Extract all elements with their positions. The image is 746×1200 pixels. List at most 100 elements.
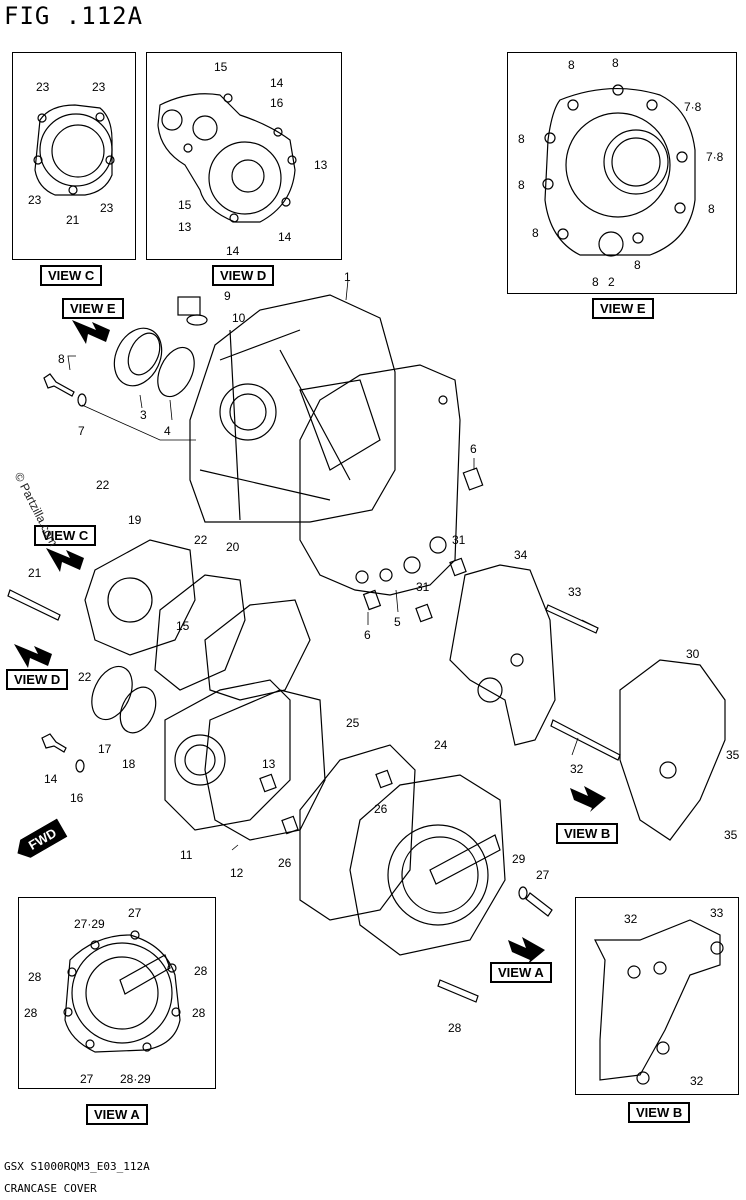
part-number: 13 [262, 757, 276, 771]
view-a-callout: 28·29 [120, 1072, 151, 1086]
part-number: 9 [224, 289, 231, 303]
part-30-cover [550, 659, 726, 841]
part-number: 27 [536, 868, 550, 882]
view-d-callout: 14 [278, 230, 292, 244]
view-d-callout: 14 [270, 76, 284, 90]
view-d-callout: 14 [226, 244, 240, 258]
view-c-callout: 23 [36, 80, 50, 94]
view-e-callout: 7·8 [706, 150, 724, 164]
view-a-callout: 28 [194, 964, 208, 978]
view-b-callout: 32 [690, 1074, 704, 1088]
part-number: 25 [346, 716, 360, 730]
view-e-callout: 2 [608, 275, 615, 289]
figure-title: FIG .112A [4, 2, 144, 30]
view-a-callout: 28 [28, 970, 42, 984]
part-19-cover [7, 539, 196, 656]
view-d-callout: 15 [214, 60, 228, 74]
part-number: 31 [452, 533, 466, 547]
view-e-callout: 8 [518, 178, 525, 192]
part-9-plug [177, 296, 208, 326]
part-number: 33 [568, 585, 582, 599]
main-view-e-label: VIEW E [62, 298, 124, 319]
part-number: 6 [364, 628, 371, 642]
view-d-cover-drawing [157, 93, 297, 223]
part-number: 19 [128, 513, 142, 527]
part-number: 24 [434, 738, 448, 752]
part-number: 26 [278, 856, 292, 870]
view-e-label: VIEW E [592, 298, 654, 319]
view-a-callout: 27·29 [74, 917, 105, 931]
main-view-b-label: VIEW B [556, 823, 619, 844]
view-c-cover-drawing [33, 104, 115, 196]
part-number: 10 [232, 311, 246, 325]
part-12-gasket [204, 599, 326, 841]
leader-lines [67, 279, 599, 851]
view-e-callout: 7·8 [684, 100, 702, 114]
view-d-callout: 15 [178, 198, 192, 212]
part-number: 32 [570, 762, 584, 776]
main-view-c-label: VIEW C [34, 525, 97, 546]
part-17-seal [91, 665, 157, 734]
view-c-callout: 23 [92, 80, 106, 94]
figure-caption: CRANCASE COVER [4, 1182, 97, 1195]
view-b-label: VIEW B [628, 1102, 691, 1123]
part-number: 11 [180, 848, 193, 862]
part-25-gasket [299, 744, 416, 921]
part-27-bolt [518, 886, 553, 917]
part-number: 18 [122, 757, 136, 771]
part-number: 20 [226, 540, 240, 554]
view-a-inset [18, 897, 216, 1089]
part-number: 17 [98, 742, 112, 756]
view-a-cover-drawing [63, 930, 181, 1053]
main-view-d-label: VIEW D [6, 669, 69, 690]
view-c-callout: 21 [66, 213, 80, 227]
view-b-bracket-drawing [594, 919, 724, 1085]
part-14-bolt [41, 733, 85, 773]
part-dowels [362, 467, 484, 623]
part-number: 31 [416, 580, 430, 594]
part-34-bracket [449, 564, 599, 746]
view-a-callout: 28 [192, 1006, 206, 1020]
part-number: 12 [230, 866, 244, 880]
part-5-gasket [299, 364, 461, 596]
part-number: 22 [194, 533, 208, 547]
view-e-callout: 8 [568, 58, 575, 72]
view-e-callout: 8 [592, 275, 599, 289]
part-number: 30 [686, 647, 700, 661]
view-e-inset [507, 52, 737, 294]
part-4-oring [157, 346, 195, 398]
part-number: 8 [58, 352, 65, 366]
part-11-cover [164, 679, 291, 831]
part-number: 5 [394, 615, 401, 629]
view-a-callout: 28 [24, 1006, 38, 1020]
part-number: 15 [176, 619, 190, 633]
view-d-inset [146, 52, 342, 260]
view-c-inset [12, 52, 136, 260]
part-20-gasket [154, 574, 246, 691]
part-8-bolt [43, 373, 87, 407]
view-e-callout: 8 [532, 226, 539, 240]
part-number: 35 [726, 748, 740, 762]
view-e-callout: 8 [634, 258, 641, 272]
part-number: 3 [140, 408, 147, 422]
model-code: GSX S1000RQM3_E03_112A [4, 1160, 150, 1173]
part-13-dowel [259, 769, 393, 835]
part-number: 22 [78, 670, 92, 684]
view-c-label: VIEW C [40, 265, 103, 286]
view-b-callout: 33 [710, 906, 724, 920]
view-e-callout: 8 [518, 132, 525, 146]
part-number: 35 [724, 828, 738, 842]
part-number: 34 [514, 548, 528, 562]
part-number: 16 [70, 791, 84, 805]
view-c-callout: 23 [100, 201, 114, 215]
part-number: 1 [344, 270, 351, 284]
view-d-callout: 13 [314, 158, 328, 172]
view-direction-arrows [14, 320, 606, 964]
view-d-label: VIEW D [212, 265, 275, 286]
view-a-callout: 27 [128, 906, 142, 920]
view-b-inset [575, 897, 739, 1095]
view-c-callout: 23 [28, 193, 42, 207]
part-number: 6 [470, 442, 477, 456]
view-d-callout: 13 [178, 220, 192, 234]
view-e-callout: 8 [612, 56, 619, 70]
